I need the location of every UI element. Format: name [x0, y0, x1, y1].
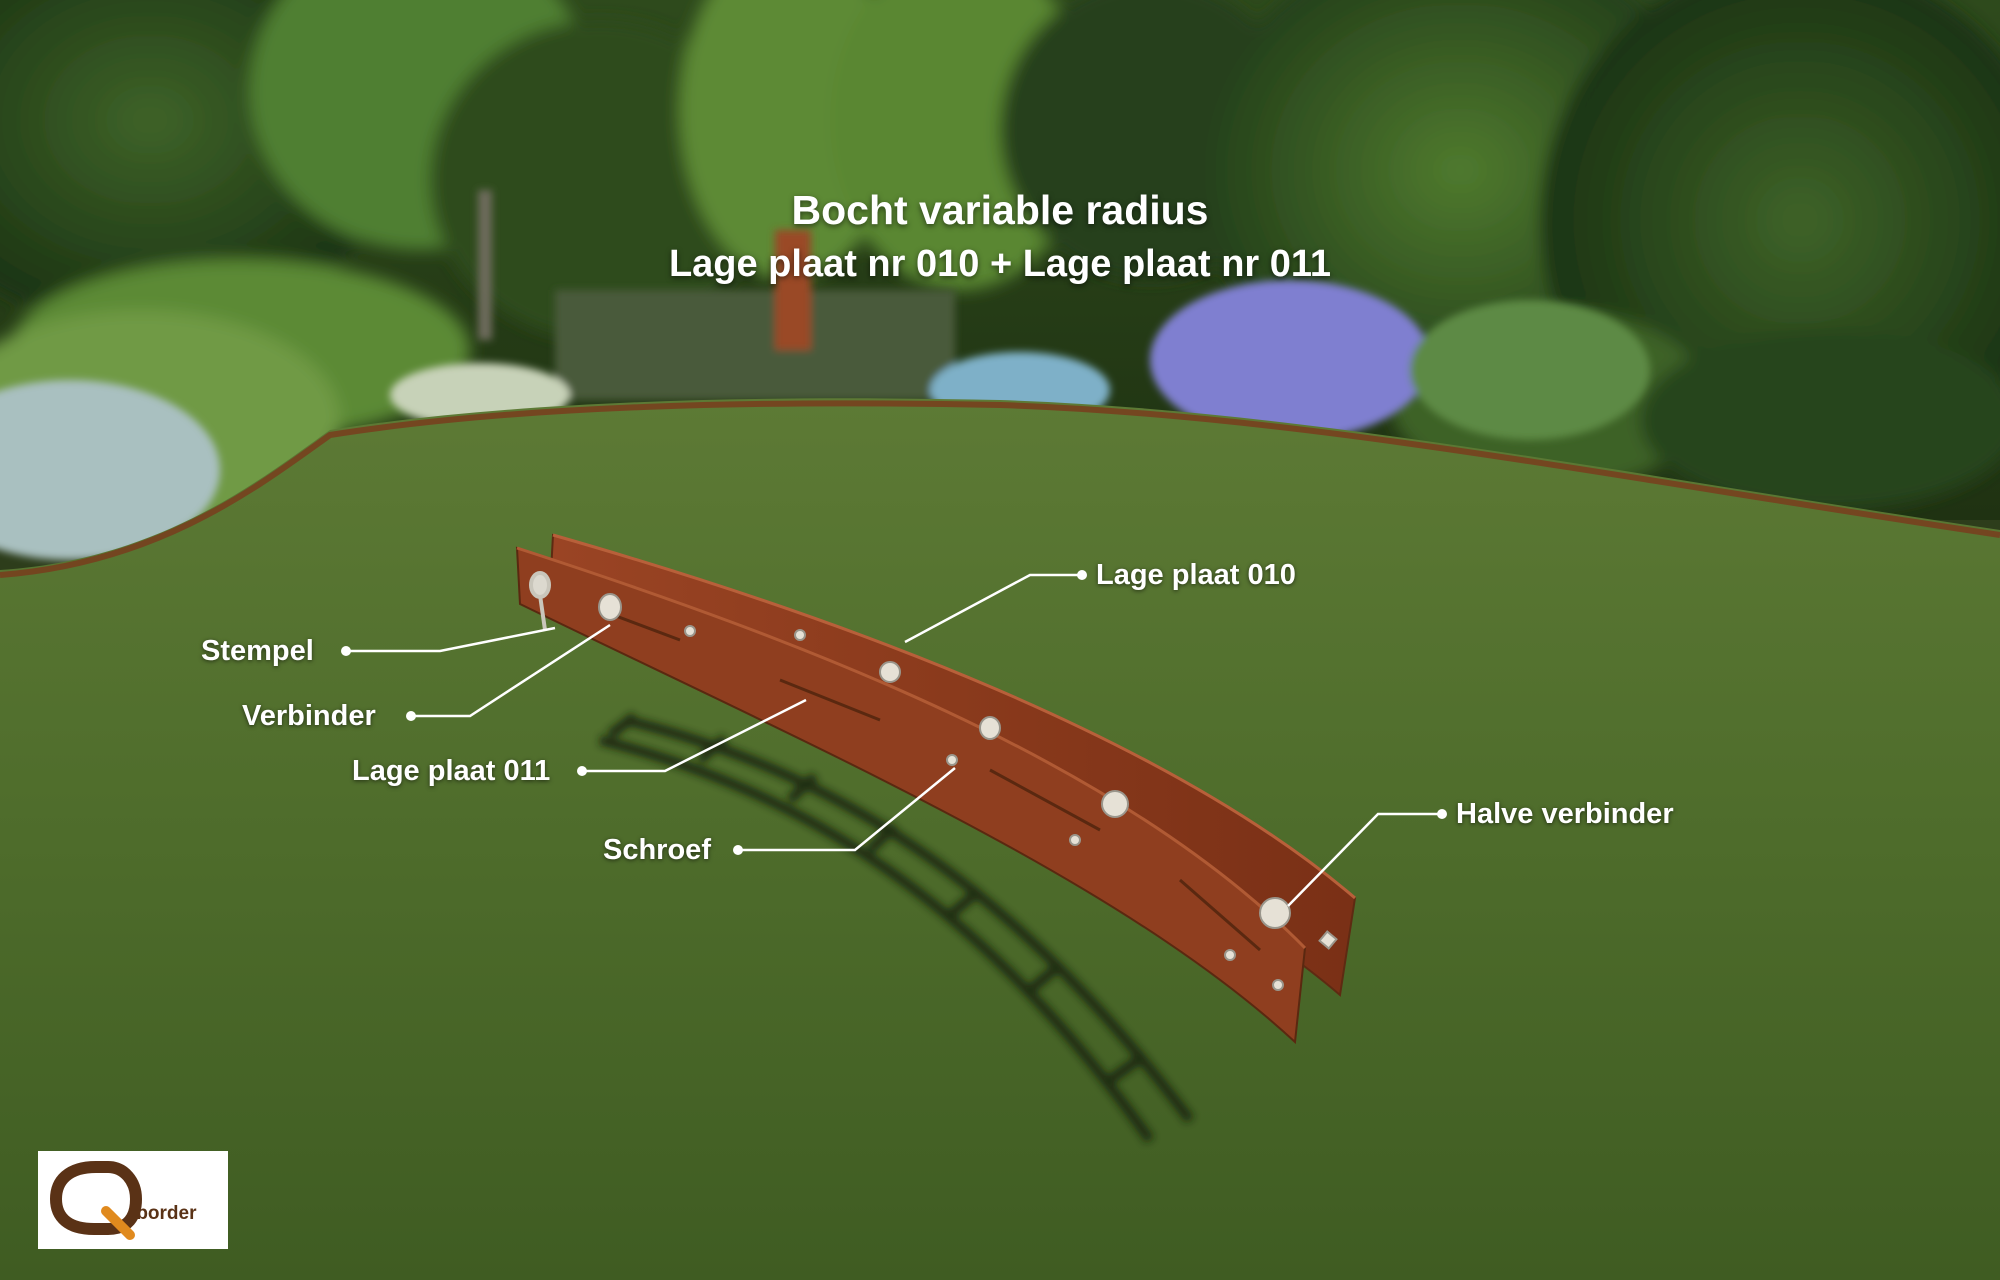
leader-schroef [738, 767, 956, 852]
label-lage-plaat-011: Lage plaat 011 [352, 755, 551, 787]
leader-lage-plaat-011 [582, 698, 807, 773]
q-logo-icon [49, 1161, 143, 1240]
leader-stempel [346, 626, 556, 653]
leader-lage-plaat-010 [904, 573, 1082, 644]
title-block: Bocht variable radius Lage plaat nr 010 … [0, 182, 2000, 290]
q-border-logo: -border [38, 1151, 228, 1249]
label-stempel: Stempel [201, 635, 314, 667]
label-schroef: Schroef [603, 834, 711, 866]
page-subtitle: Lage plaat nr 010 + Lage plaat nr 011 [668, 243, 1332, 285]
leader-verbinder [411, 623, 611, 718]
label-verbinder: Verbinder [242, 700, 376, 732]
page-title: Bocht variable radius [791, 187, 1209, 233]
label-lage-plaat-010: Lage plaat 010 [1096, 559, 1296, 591]
label-halve-verbinder: Halve verbinder [1456, 798, 1674, 830]
leader-halve-verbinder [1287, 812, 1442, 907]
logo-text: -border [130, 1203, 197, 1224]
